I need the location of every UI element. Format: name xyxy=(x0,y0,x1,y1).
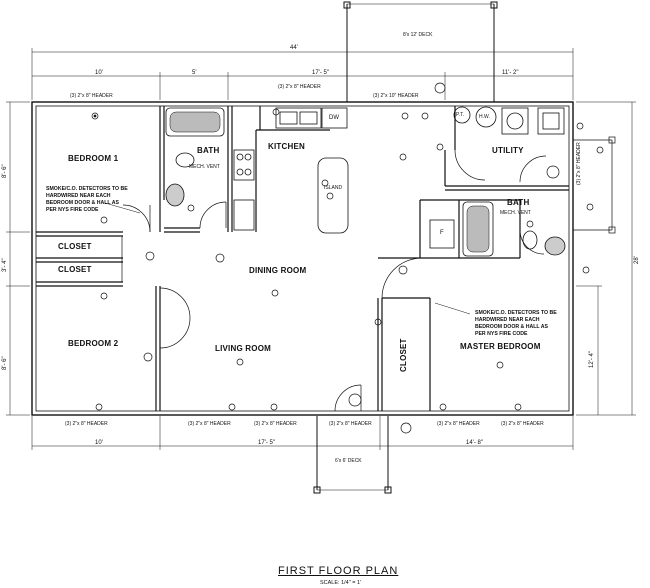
bathtub-1 xyxy=(165,107,225,137)
bath-1-label: BATH xyxy=(197,146,220,155)
water-heater-hw xyxy=(475,106,497,128)
header-bottom-1: (3) 2"x 8" HEADER xyxy=(65,421,108,427)
drawing-scale: SCALE: 1/4" = 1' xyxy=(320,580,362,586)
dishwasher-label: DW xyxy=(329,115,339,121)
interior-walls xyxy=(36,106,569,411)
dim-bottom-3: 14'- 8" xyxy=(466,440,483,446)
header-top-1: (3) 2"x 8" HEADER xyxy=(70,93,113,99)
dim-top-1: 10' xyxy=(95,70,103,76)
header-bottom-6: (3) 2"x 8" HEADER xyxy=(501,421,544,427)
leader-lines xyxy=(104,202,471,315)
header-bottom-4: (3) 2"x 8" HEADER xyxy=(329,421,372,427)
drawing-title: FIRST FLOOR PLAN xyxy=(278,565,399,577)
master-bedroom-label: MASTER BEDROOM xyxy=(460,342,541,351)
fridge-master xyxy=(429,219,455,249)
bottom-deck-label: 6'x 6' DECK xyxy=(335,458,362,464)
bottom-deck xyxy=(313,416,392,494)
mech-vent-2-label: MECH. VENT xyxy=(500,210,531,216)
header-top-2: (3) 2"x 8" HEADER xyxy=(278,84,321,90)
fridge-label: F xyxy=(440,230,444,236)
bath-2-label: BATH xyxy=(507,198,530,207)
bedroom-1-label: BEDROOM 1 xyxy=(68,154,119,163)
header-right-1: (3) 2"x 8" HEADER xyxy=(576,142,582,185)
dim-left-3: 8'- 6" xyxy=(2,356,8,370)
hw-label: H.W. xyxy=(479,114,490,120)
washer xyxy=(501,107,529,135)
dryer xyxy=(537,107,565,135)
stove xyxy=(233,149,255,181)
header-bottom-3: (3) 2"x 8" HEADER xyxy=(254,421,297,427)
dishwasher xyxy=(321,107,348,129)
bathtub-2 xyxy=(462,201,494,257)
dim-right-total: 28' xyxy=(634,256,640,264)
side-door xyxy=(573,136,616,234)
island-label: ISLAND xyxy=(324,185,343,191)
dim-top-2: 5' xyxy=(192,70,197,76)
kitchen-island xyxy=(317,157,349,234)
fixtures xyxy=(165,106,566,257)
pt-label: P.T. xyxy=(456,112,464,118)
dim-top-3: 17'- 5" xyxy=(312,70,329,76)
smoke-detector-note-2: SMOKE/C.O. DETECTORS TO BE HARDWIRED NEA… xyxy=(475,310,557,338)
doors xyxy=(121,149,547,412)
dim-left-1: 8'- 6" xyxy=(2,164,8,178)
top-deck xyxy=(343,1,498,102)
toilet-1 xyxy=(175,152,195,168)
closet-2-label: CLOSET xyxy=(58,265,92,274)
dim-bottom-1: 10' xyxy=(95,440,103,446)
header-bottom-5: (3) 2"x 8" HEADER xyxy=(437,421,480,427)
kitchen-sink xyxy=(275,107,322,129)
sink-1 xyxy=(165,183,185,207)
kitchen-label: KITCHEN xyxy=(268,142,305,151)
water-heater-pt xyxy=(453,106,471,124)
dining-room-label: DINING ROOM xyxy=(249,266,307,275)
sink-2 xyxy=(544,236,566,256)
living-room-label: LIVING ROOM xyxy=(215,344,271,353)
header-top-3: (3) 2"x 10" HEADER xyxy=(373,93,419,99)
dim-bottom-2: 17'- 5" xyxy=(258,440,275,446)
closet-3-label: CLOSET xyxy=(399,338,408,372)
dimension-lines xyxy=(6,48,636,450)
fridge-kitchen xyxy=(233,199,255,231)
dim-top-4: 11'- 2" xyxy=(502,70,519,76)
mech-vent-1-label: MECH. VENT xyxy=(189,164,220,170)
header-bottom-2: (3) 2"x 8" HEADER xyxy=(188,421,231,427)
closet-1-label: CLOSET xyxy=(58,242,92,251)
dim-left-2: 3'- 4" xyxy=(2,258,8,272)
top-deck-label: 8'x 12' DECK xyxy=(403,32,433,38)
dim-overall-width: 44' xyxy=(290,45,298,51)
smoke-detector-note-1: SMOKE/C.O. DETECTORS TO BE HARDWIRED NEA… xyxy=(46,186,128,214)
bedroom-2-label: BEDROOM 2 xyxy=(68,339,119,348)
dim-right-1: 12'- 4" xyxy=(589,351,595,368)
toilet-2 xyxy=(522,230,538,250)
utility-label: UTILITY xyxy=(492,146,524,155)
electrical-symbols xyxy=(91,82,604,434)
